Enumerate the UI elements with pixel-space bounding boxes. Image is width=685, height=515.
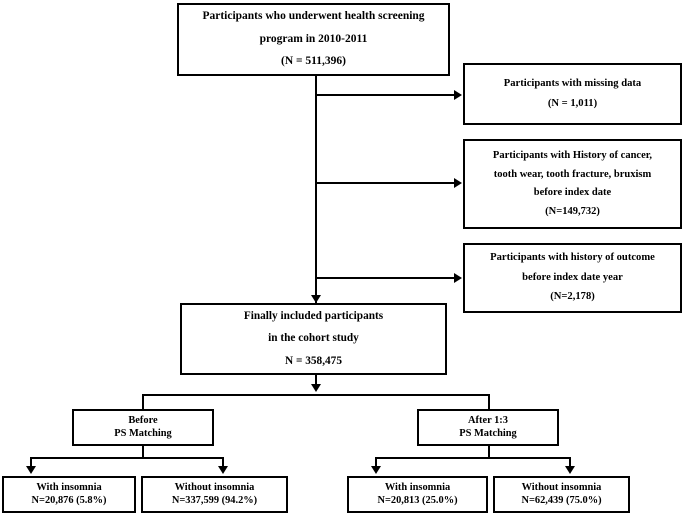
- connector-branch-history-arrowhead: [454, 177, 462, 188]
- after-without-insomnia-line-2: N=62,439 (75.0%): [521, 495, 602, 507]
- connector-final-to-bus: [315, 375, 317, 386]
- connector-final-to-bus-arrowhead: [310, 384, 321, 392]
- exclusion-prior-outcome-line-2: before index date year: [522, 271, 623, 283]
- before-with-insomnia-line-1: With insomnia: [36, 481, 102, 493]
- connector-branch-outcome: [315, 277, 455, 279]
- after-with-insomnia-box: With insomnia N=20,813 (25.0%): [347, 476, 488, 513]
- before-without-insomnia-box: Without insomnia N=337,599 (94.2%): [141, 476, 288, 513]
- final-cohort-box: Finally included participants in the coh…: [180, 303, 447, 375]
- exclusion-history-line-3: before index date: [533, 187, 612, 198]
- connector-after-ps-bus: [375, 457, 571, 459]
- final-cohort-line-1: Finally included participants: [243, 310, 384, 323]
- exclusion-prior-outcome-line-3: (N=2,178): [550, 291, 595, 303]
- before-without-insomnia-line-2: N=337,599 (94.2%): [171, 495, 258, 507]
- exclusion-history-line-1: Participants with History of cancer,: [492, 150, 653, 161]
- connector-ps-split-bus: [142, 394, 490, 396]
- exclusion-missing-data-line-2: (N = 1,011): [547, 97, 598, 109]
- exclusion-missing-data-box: Participants with missing data (N = 1,01…: [463, 63, 682, 125]
- connector-ps-split-right-drop: [488, 394, 490, 410]
- after-without-insomnia-box: Without insomnia N=62,439 (75.0%): [493, 476, 630, 513]
- after-ps-matching-line-1: After 1:3: [468, 414, 508, 426]
- exclusion-prior-outcome-line-1: Participants with history of outcome: [490, 251, 655, 263]
- exclusion-history-line-2: tooth wear, tooth fracture, bruxism: [493, 168, 652, 180]
- exclusion-history-box: Participants with History of cancer, too…: [463, 139, 682, 229]
- after-with-insomnia-line-2: N=20,813 (25.0%): [377, 495, 458, 507]
- after-ps-matching-line-2: PS Matching: [459, 427, 517, 439]
- connector-before-ps-stem: [142, 446, 144, 458]
- exclusion-missing-data-line-1: Participants with missing data: [503, 77, 642, 89]
- before-with-insomnia-line-2: N=20,876 (5.8%): [31, 495, 107, 507]
- connector-branch-missing-data: [315, 94, 455, 96]
- connector-trunk-vertical: [315, 76, 317, 303]
- connector-ps-split-left-drop: [142, 394, 144, 410]
- connector-before-ps-bus: [30, 457, 224, 459]
- after-ps-matching-box: After 1:3 PS Matching: [417, 409, 559, 446]
- screening-population-line-3: (N = 511,396): [280, 55, 346, 68]
- screening-population-box: Participants who underwent health screen…: [177, 3, 450, 76]
- exclusion-prior-outcome-box: Participants with history of outcome bef…: [463, 243, 682, 313]
- before-with-insomnia-box: With insomnia N=20,876 (5.8%): [2, 476, 136, 513]
- before-ps-matching-box: Before PS Matching: [72, 409, 214, 446]
- before-ps-matching-line-1: Before: [128, 414, 158, 426]
- connector-before-with-insomnia-arrowhead: [25, 466, 36, 474]
- connector-before-without-insomnia-drop: [222, 457, 224, 469]
- before-ps-matching-line-2: PS Matching: [114, 427, 172, 439]
- connector-branch-missing-data-arrowhead: [454, 89, 462, 100]
- exclusion-history-line-4: (N=149,732): [545, 205, 600, 217]
- connector-after-with-insomnia-drop: [375, 457, 377, 469]
- connector-after-ps-stem: [488, 446, 490, 458]
- after-without-insomnia-line-1: Without insomnia: [521, 481, 602, 493]
- final-cohort-line-2: in the cohort study: [268, 332, 359, 345]
- connector-branch-history: [315, 182, 455, 184]
- connector-branch-outcome-arrowhead: [454, 272, 462, 283]
- connector-after-without-insomnia-drop: [569, 457, 571, 469]
- connector-after-with-insomnia-arrowhead: [370, 466, 381, 474]
- screening-population-line-2: program in 2010-2011: [259, 32, 368, 45]
- after-with-insomnia-line-1: With insomnia: [384, 481, 451, 493]
- connector-trunk-arrowhead: [310, 295, 321, 303]
- before-without-insomnia-line-1: Without insomnia: [174, 481, 255, 493]
- connector-before-with-insomnia-drop: [30, 457, 32, 469]
- connector-after-without-insomnia-arrowhead: [564, 466, 575, 474]
- final-cohort-line-3: N = 358,475: [285, 354, 342, 367]
- screening-population-line-1: Participants who underwent health screen…: [202, 10, 425, 23]
- connector-before-without-insomnia-arrowhead: [217, 466, 228, 474]
